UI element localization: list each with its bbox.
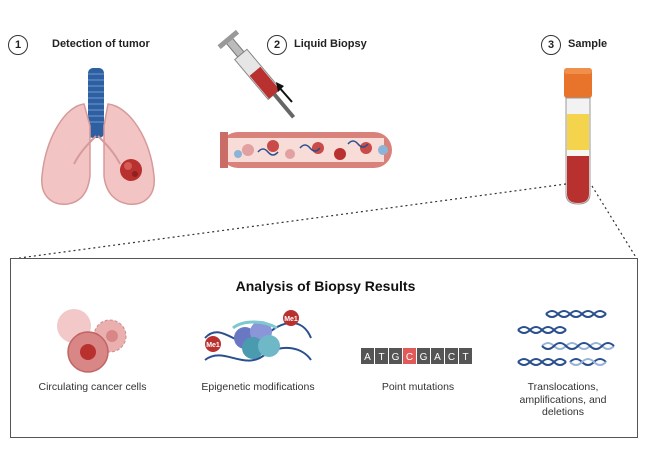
dna-letter: C [406,352,413,363]
nucleosome-icon: Me1 Me1 [204,310,312,362]
dna-letter: A [434,352,441,363]
dna-letter: G [392,352,400,363]
step-3-label: Sample [568,38,608,50]
arrow-up-icon [276,82,293,103]
dna-helices-icon [517,310,615,366]
caption-cancer-cells: Circulating cancer cells [38,381,147,393]
step-2-number: 2 [267,35,287,55]
mutated-base: C [403,348,416,364]
step-3-number: 3 [541,35,561,55]
dna-letter: T [378,352,384,363]
sample-tube-icon [564,68,592,205]
dna-letter: G [420,352,428,363]
lungs-icon [41,68,155,205]
step-1-label: Detection of tumor [52,38,150,50]
cancer-cells-icon [57,309,127,373]
dna-base: G [417,348,430,364]
dna-letter: C [448,352,455,363]
analysis-title: Analysis of Biopsy Results [235,278,416,294]
step-2-label: Liquid Biopsy [294,38,367,50]
dna-base: T [375,348,388,364]
dna-letter: A [364,352,371,363]
caption-translocations: Translocations, amplifications, and dele… [519,381,607,419]
methyl-tag-right: Me1 [284,316,298,323]
caption-epigenetic: Epigenetic modifications [201,381,315,393]
syringe-icon [217,29,296,119]
dna-letter: T [462,352,468,363]
dna-base: G [389,348,402,364]
step-1-number: 1 [8,35,28,55]
dna-base: A [361,348,374,364]
blood-vessel-icon [220,132,392,168]
dna-base: T [459,348,472,364]
dna-base: C [445,348,458,364]
caption-point-mutations: Point mutations [381,381,455,393]
methyl-tag-left: Me1 [206,342,220,349]
dna-base: A [431,348,444,364]
